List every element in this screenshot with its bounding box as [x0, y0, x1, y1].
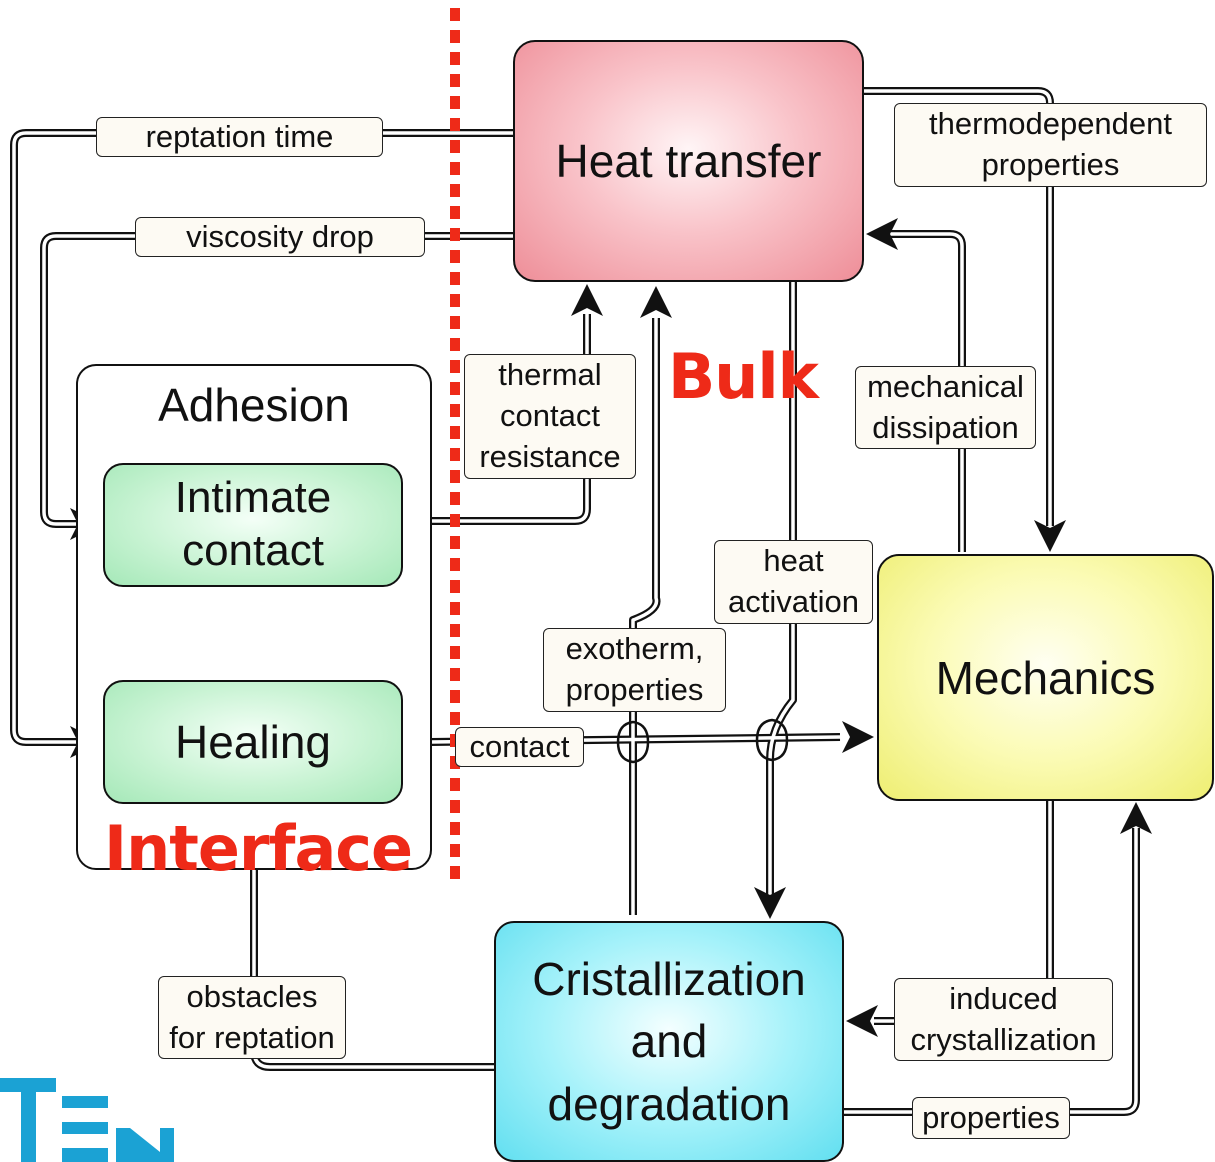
- edge-label-thermal-contact-resistance: thermal contact resistance: [464, 354, 636, 479]
- cristallization-label-line1: Cristallization: [532, 952, 806, 1005]
- edge-label-reptation-time: reptation time: [96, 117, 383, 157]
- arrowhead: [1034, 520, 1066, 552]
- mechanics-node: Mechanics: [877, 554, 1214, 801]
- edge-label-exotherm-properties: exotherm, properties: [543, 628, 726, 712]
- edge-label-thermodependent-properties: thermodependent properties: [894, 103, 1207, 187]
- arrowhead: [571, 284, 603, 316]
- heat-transfer-node: Heat transfer: [513, 40, 864, 282]
- intimate-contact-label-line2: contact: [182, 526, 324, 575]
- healing-node: Healing: [103, 680, 403, 804]
- arrowhead: [1120, 802, 1152, 834]
- intimate-contact-label-line1: Intimate: [174, 473, 332, 523]
- arrowhead: [754, 887, 786, 919]
- logo-graphic: [0, 1078, 174, 1162]
- intimate-contact-node: Intimate contact: [103, 463, 403, 587]
- heat-transfer-label: Heat transfer: [555, 135, 822, 187]
- arrowhead: [842, 721, 874, 753]
- edge-label-viscosity-drop: viscosity drop: [135, 217, 425, 257]
- adhesion-title: Adhesion: [158, 379, 350, 431]
- edge-label-properties: properties: [912, 1097, 1070, 1139]
- cristallization-label-line3: degradation: [547, 1077, 791, 1130]
- edge-label-contact: contact: [455, 727, 584, 767]
- cristallization-label-line2: and: [630, 1015, 708, 1068]
- edge-label-heat-activation: heat activation: [714, 540, 873, 624]
- edge-label-mechanical-dissipation: mechanical dissipation: [855, 366, 1036, 449]
- edge-label-induced-crystallization: induced crystallization: [894, 978, 1113, 1061]
- bulk-region-label: Bulk: [668, 340, 819, 413]
- arrowhead: [640, 286, 672, 318]
- cristallization-node: Cristallization and degradation: [494, 921, 844, 1162]
- healing-label: Healing: [175, 716, 331, 768]
- arrowhead: [846, 1005, 878, 1037]
- interface-region-label: Interface: [104, 812, 413, 885]
- arrowhead: [866, 218, 898, 250]
- mechanics-label: Mechanics: [935, 651, 1156, 704]
- edge-label-obstacles-for-reptation: obstacles for reptation: [158, 976, 346, 1059]
